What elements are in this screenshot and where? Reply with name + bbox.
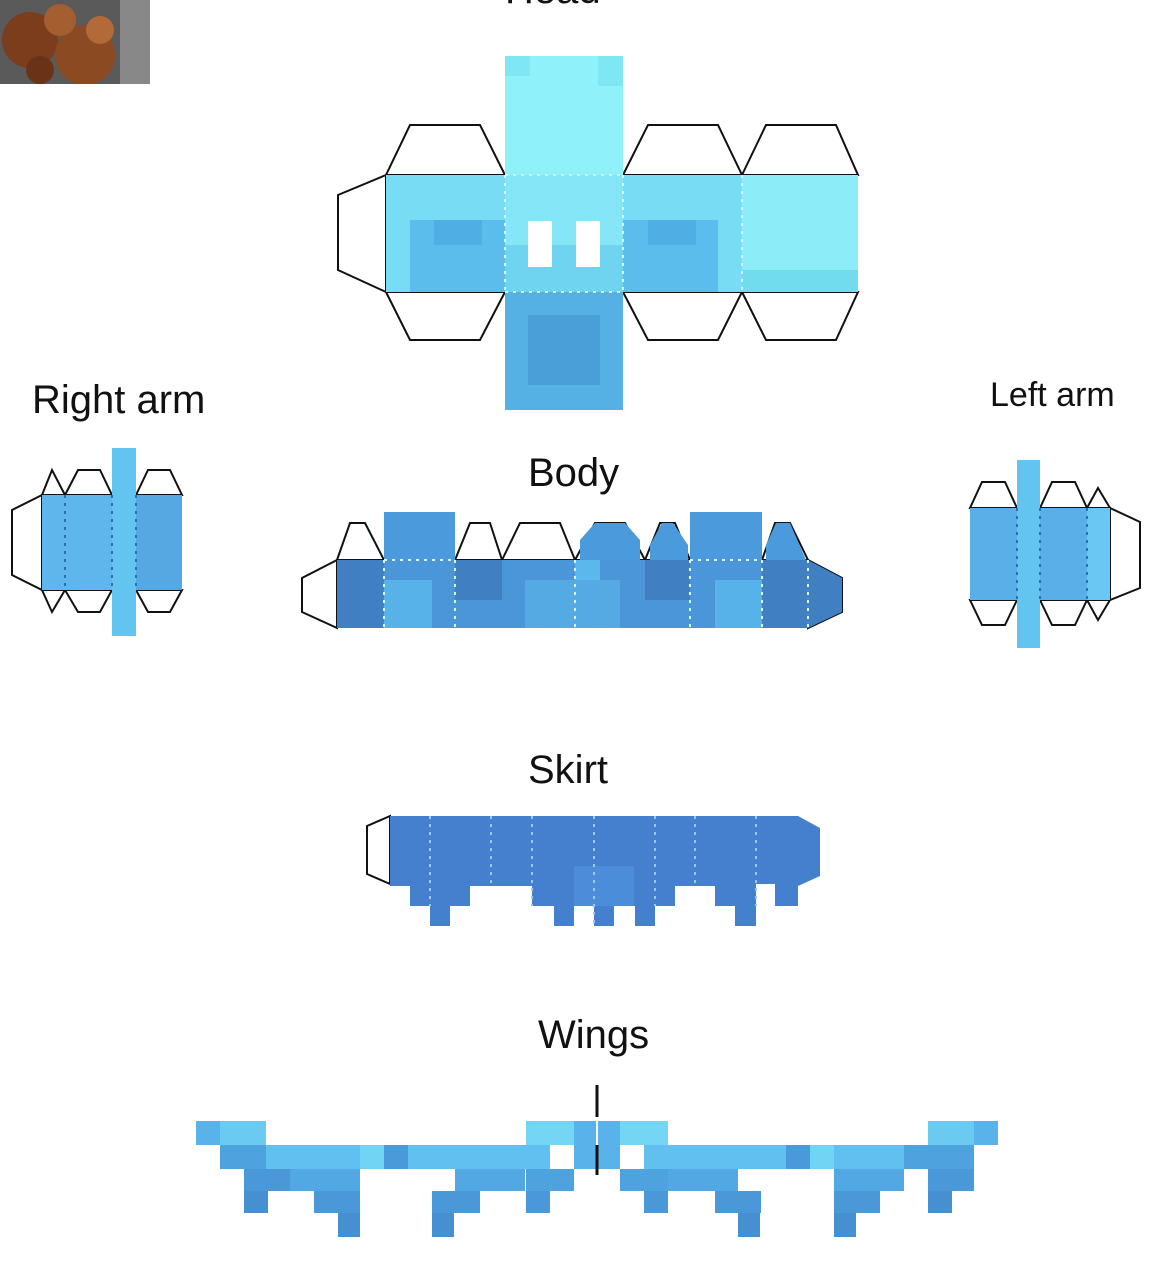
head-fold-lines [504,174,743,293]
head-eye-right [576,221,600,267]
left-arm-label: Left arm [990,376,1115,414]
character-thumbnail-image [0,0,150,84]
body-top-face [384,512,455,560]
head-eye-left [528,221,552,267]
body-label: Body [528,451,620,495]
wing-left [196,1121,596,1237]
skirt-fold-lines [429,816,757,926]
head-label: Head [505,0,601,10]
body-fold-lines [383,559,809,628]
left-arm-strip [1017,460,1040,648]
skirt-label: Skirt [528,748,608,792]
thumbnail-art [0,0,150,84]
wing-right [598,1121,998,1237]
wings-label: Wings [538,1013,650,1057]
right-arm-label: Right arm [32,378,206,422]
right-arm-strip [112,448,136,636]
body-bottom-face [690,512,762,560]
